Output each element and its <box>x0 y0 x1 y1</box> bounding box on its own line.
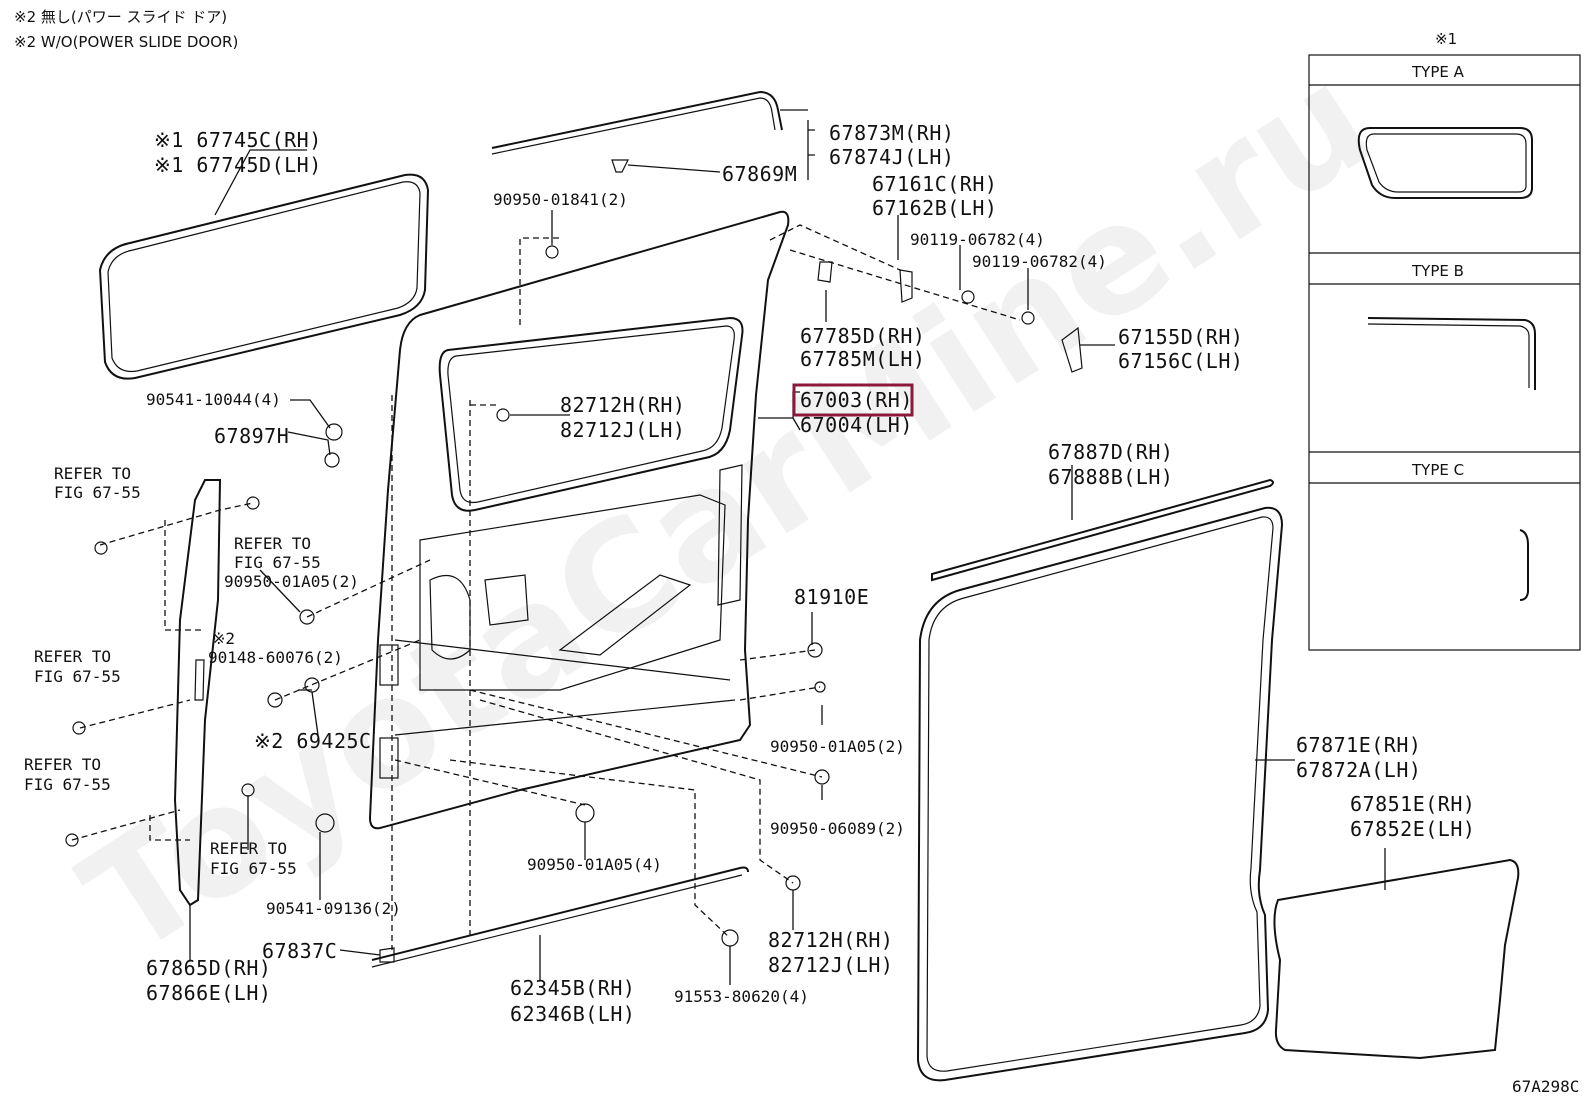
label-90119-b[interactable]: 90119-06782(4) <box>972 252 1107 271</box>
weatherstrip-67871 <box>916 506 1284 1082</box>
type-a-seal <box>1357 127 1533 199</box>
label-ref3-l1[interactable]: REFER TO <box>34 647 111 666</box>
label-82712h-top[interactable]: 82712H(RH) <box>560 393 685 417</box>
label-90950-01a05-c[interactable]: 90950-01A05(4) <box>527 855 662 874</box>
type-c-label: TYPE C <box>1411 461 1464 479</box>
leader-lines <box>189 109 1386 985</box>
label-67887d[interactable]: 67887D(RH) <box>1048 440 1173 464</box>
label-67871e[interactable]: 67871E(RH) <box>1296 733 1421 757</box>
label-67003[interactable]: 67003(RH) <box>800 388 913 412</box>
label-ref1-l2[interactable]: FIG 67-55 <box>54 483 141 502</box>
label-67785d[interactable]: 67785D(RH) <box>800 324 925 348</box>
label-67162b[interactable]: 67162B(LH) <box>872 196 997 220</box>
label-90541-09136[interactable]: 90541-09136(2) <box>266 899 401 918</box>
part-labels: ※1 67745C(RH) ※1 67745D(LH) 67873M(RH) 6… <box>24 121 1579 1096</box>
label-67872a[interactable]: 67872A(LH) <box>1296 758 1421 782</box>
label-62345b[interactable]: 62345B(RH) <box>510 976 635 1000</box>
diagram-code: 67A298C <box>1512 1077 1579 1096</box>
type-b-seal <box>1367 317 1536 390</box>
door-panel-67003 <box>368 210 790 830</box>
label-81910e[interactable]: 81910E <box>794 585 869 609</box>
label-67837c[interactable]: 67837C <box>262 939 337 963</box>
label-ref5-l1[interactable]: REFER TO <box>210 839 287 858</box>
assembly-lines <box>71 224 1021 950</box>
label-69425c[interactable]: ※2 69425C <box>254 729 372 753</box>
legend-marker: ※1 <box>1435 30 1457 48</box>
label-67874j[interactable]: 67874J(LH) <box>829 145 954 169</box>
label-62346b[interactable]: 62346B(LH) <box>510 1002 635 1026</box>
label-82712h-bot[interactable]: 82712H(RH) <box>768 928 893 952</box>
label-90541-10044[interactable]: 90541-10044(4) <box>146 390 281 409</box>
label-67745d[interactable]: ※1 67745D(LH) <box>154 153 322 177</box>
note-jp: ※2 無し(パワー スライド ドア) <box>14 8 227 26</box>
label-67155d[interactable]: 67155D(RH) <box>1118 325 1243 349</box>
lower-rail-62345 <box>371 866 749 968</box>
label-67745c[interactable]: ※1 67745C(RH) <box>154 128 322 152</box>
label-67004[interactable]: 67004(LH) <box>800 413 913 437</box>
trim-panel-67851 <box>1273 858 1520 1060</box>
belt-moulding-67887 <box>931 478 1274 582</box>
label-67873m[interactable]: 67873M(RH) <box>829 121 954 145</box>
label-ref5-l2[interactable]: FIG 67-55 <box>210 859 297 878</box>
label-67785m[interactable]: 67785M(LH) <box>800 347 925 371</box>
type-b-label: TYPE B <box>1411 262 1464 280</box>
label-67851e[interactable]: 67851E(RH) <box>1350 792 1475 816</box>
label-67156c[interactable]: 67156C(LH) <box>1118 349 1243 373</box>
type-c-seal <box>1519 529 1529 601</box>
small-parts <box>65 159 1083 963</box>
label-ref2-l1[interactable]: REFER TO <box>234 534 311 553</box>
note-en: ※2 W/O(POWER SLIDE DOOR) <box>14 33 238 51</box>
label-ref3-l2[interactable]: FIG 67-55 <box>34 667 121 686</box>
label-82712j-top[interactable]: 82712J(LH) <box>560 418 685 442</box>
glass-seal-67745 <box>98 173 430 380</box>
label-90119-a[interactable]: 90119-06782(4) <box>910 230 1045 249</box>
label-90148[interactable]: 90148-60076(2) <box>208 648 343 667</box>
label-90950-06089[interactable]: 90950-06089(2) <box>770 819 905 838</box>
label-67852e[interactable]: 67852E(LH) <box>1350 817 1475 841</box>
highlight-box-67003 <box>792 383 914 417</box>
moulding-67873 <box>491 90 783 155</box>
label-67865d[interactable]: 67865D(RH) <box>146 956 271 980</box>
label-ref4-l2[interactable]: FIG 67-55 <box>24 775 111 794</box>
label-ref2-l2[interactable]: FIG 67-55 <box>234 553 321 572</box>
label-67866e[interactable]: 67866E(LH) <box>146 981 271 1005</box>
label-90148-mark: ※2 <box>212 629 235 648</box>
label-67897h[interactable]: 67897H <box>214 424 289 448</box>
label-ref4-l1[interactable]: REFER TO <box>24 755 101 774</box>
label-67869m[interactable]: 67869M <box>722 162 797 186</box>
label-67161c[interactable]: 67161C(RH) <box>872 172 997 196</box>
label-90950-01841[interactable]: 90950-01841(2) <box>493 190 628 209</box>
label-91553[interactable]: 91553-80620(4) <box>674 987 809 1006</box>
label-90950-01a05-b[interactable]: 90950-01A05(2) <box>770 737 905 756</box>
type-a-label: TYPE A <box>1411 63 1465 81</box>
label-67888b[interactable]: 67888B(LH) <box>1048 465 1173 489</box>
label-ref1-l1[interactable]: REFER TO <box>54 464 131 483</box>
type-legend: ※1 TYPE A TYPE B TYPE C <box>1308 30 1581 651</box>
label-90950-01a05-a[interactable]: 90950-01A05(2) <box>224 572 359 591</box>
label-82712j-bot[interactable]: 82712J(LH) <box>768 953 893 977</box>
